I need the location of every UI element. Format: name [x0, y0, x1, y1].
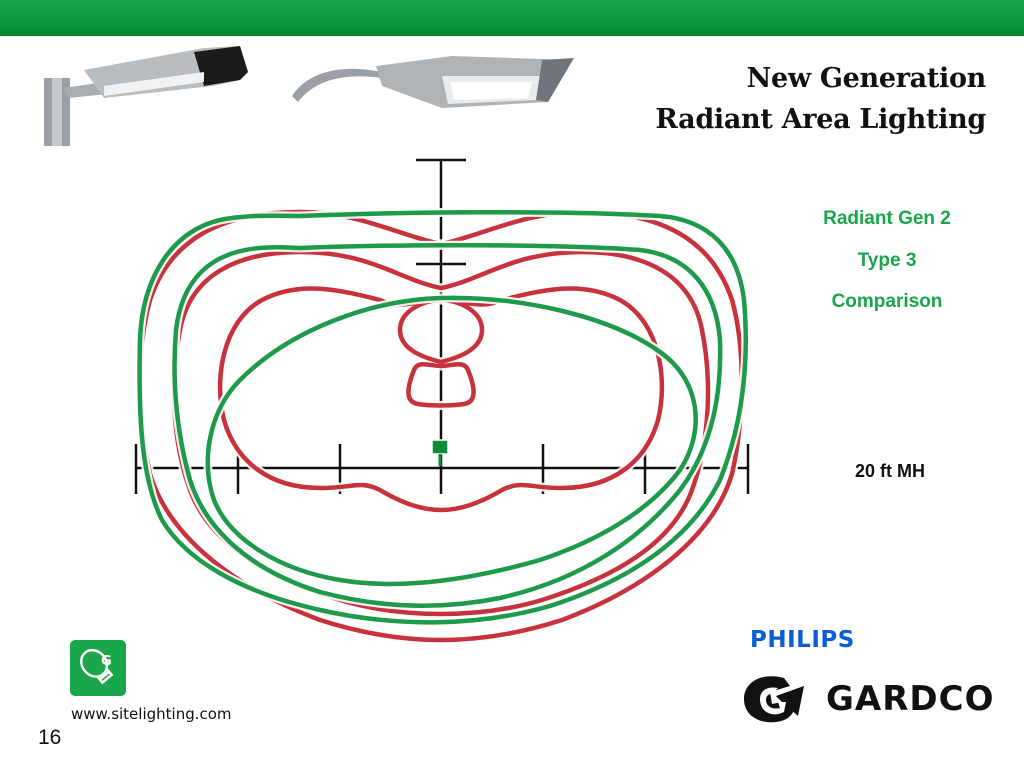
red-contour-inner	[217, 286, 665, 513]
gardco-g-logo-icon	[744, 676, 804, 723]
legend-line-3: Comparison	[831, 291, 943, 312]
site-lighting-bulb-icon: G	[70, 640, 126, 696]
red-contour-center	[406, 362, 476, 408]
slide-title: New Generation Radiant Area Lighting	[655, 58, 986, 140]
legend-line-2: Type 3	[857, 250, 917, 271]
green-contour-middle	[172, 242, 723, 608]
green-contour-inner	[205, 295, 698, 587]
gardco-logo-text: GARDCO	[826, 679, 995, 719]
red-contour-outer	[138, 209, 744, 643]
title-line-2: Radiant Area Lighting	[655, 104, 986, 135]
red-contours	[135, 207, 747, 645]
philips-logo: PHILIPS	[750, 627, 855, 653]
fixture-image-right	[292, 56, 574, 108]
title-line-1: New Generation	[746, 63, 987, 94]
legend-line-1: Radiant Gen 2	[823, 208, 951, 229]
top-green-banner	[0, 0, 1024, 36]
green-contour-outer	[137, 209, 748, 625]
red-contour-middle	[171, 249, 711, 617]
website-link[interactable]: www.sitelighting.com	[71, 705, 232, 723]
icon-letter: G	[101, 654, 112, 669]
red-contour-lobe	[397, 297, 485, 365]
luminaire-marker-icon	[431, 439, 449, 466]
green-contours	[135, 207, 751, 627]
page-number: 16	[38, 726, 62, 749]
red-contour-strokes	[138, 209, 744, 643]
mounting-height-label: 20 ft MH	[854, 461, 925, 481]
fixture-image-left	[44, 46, 248, 146]
